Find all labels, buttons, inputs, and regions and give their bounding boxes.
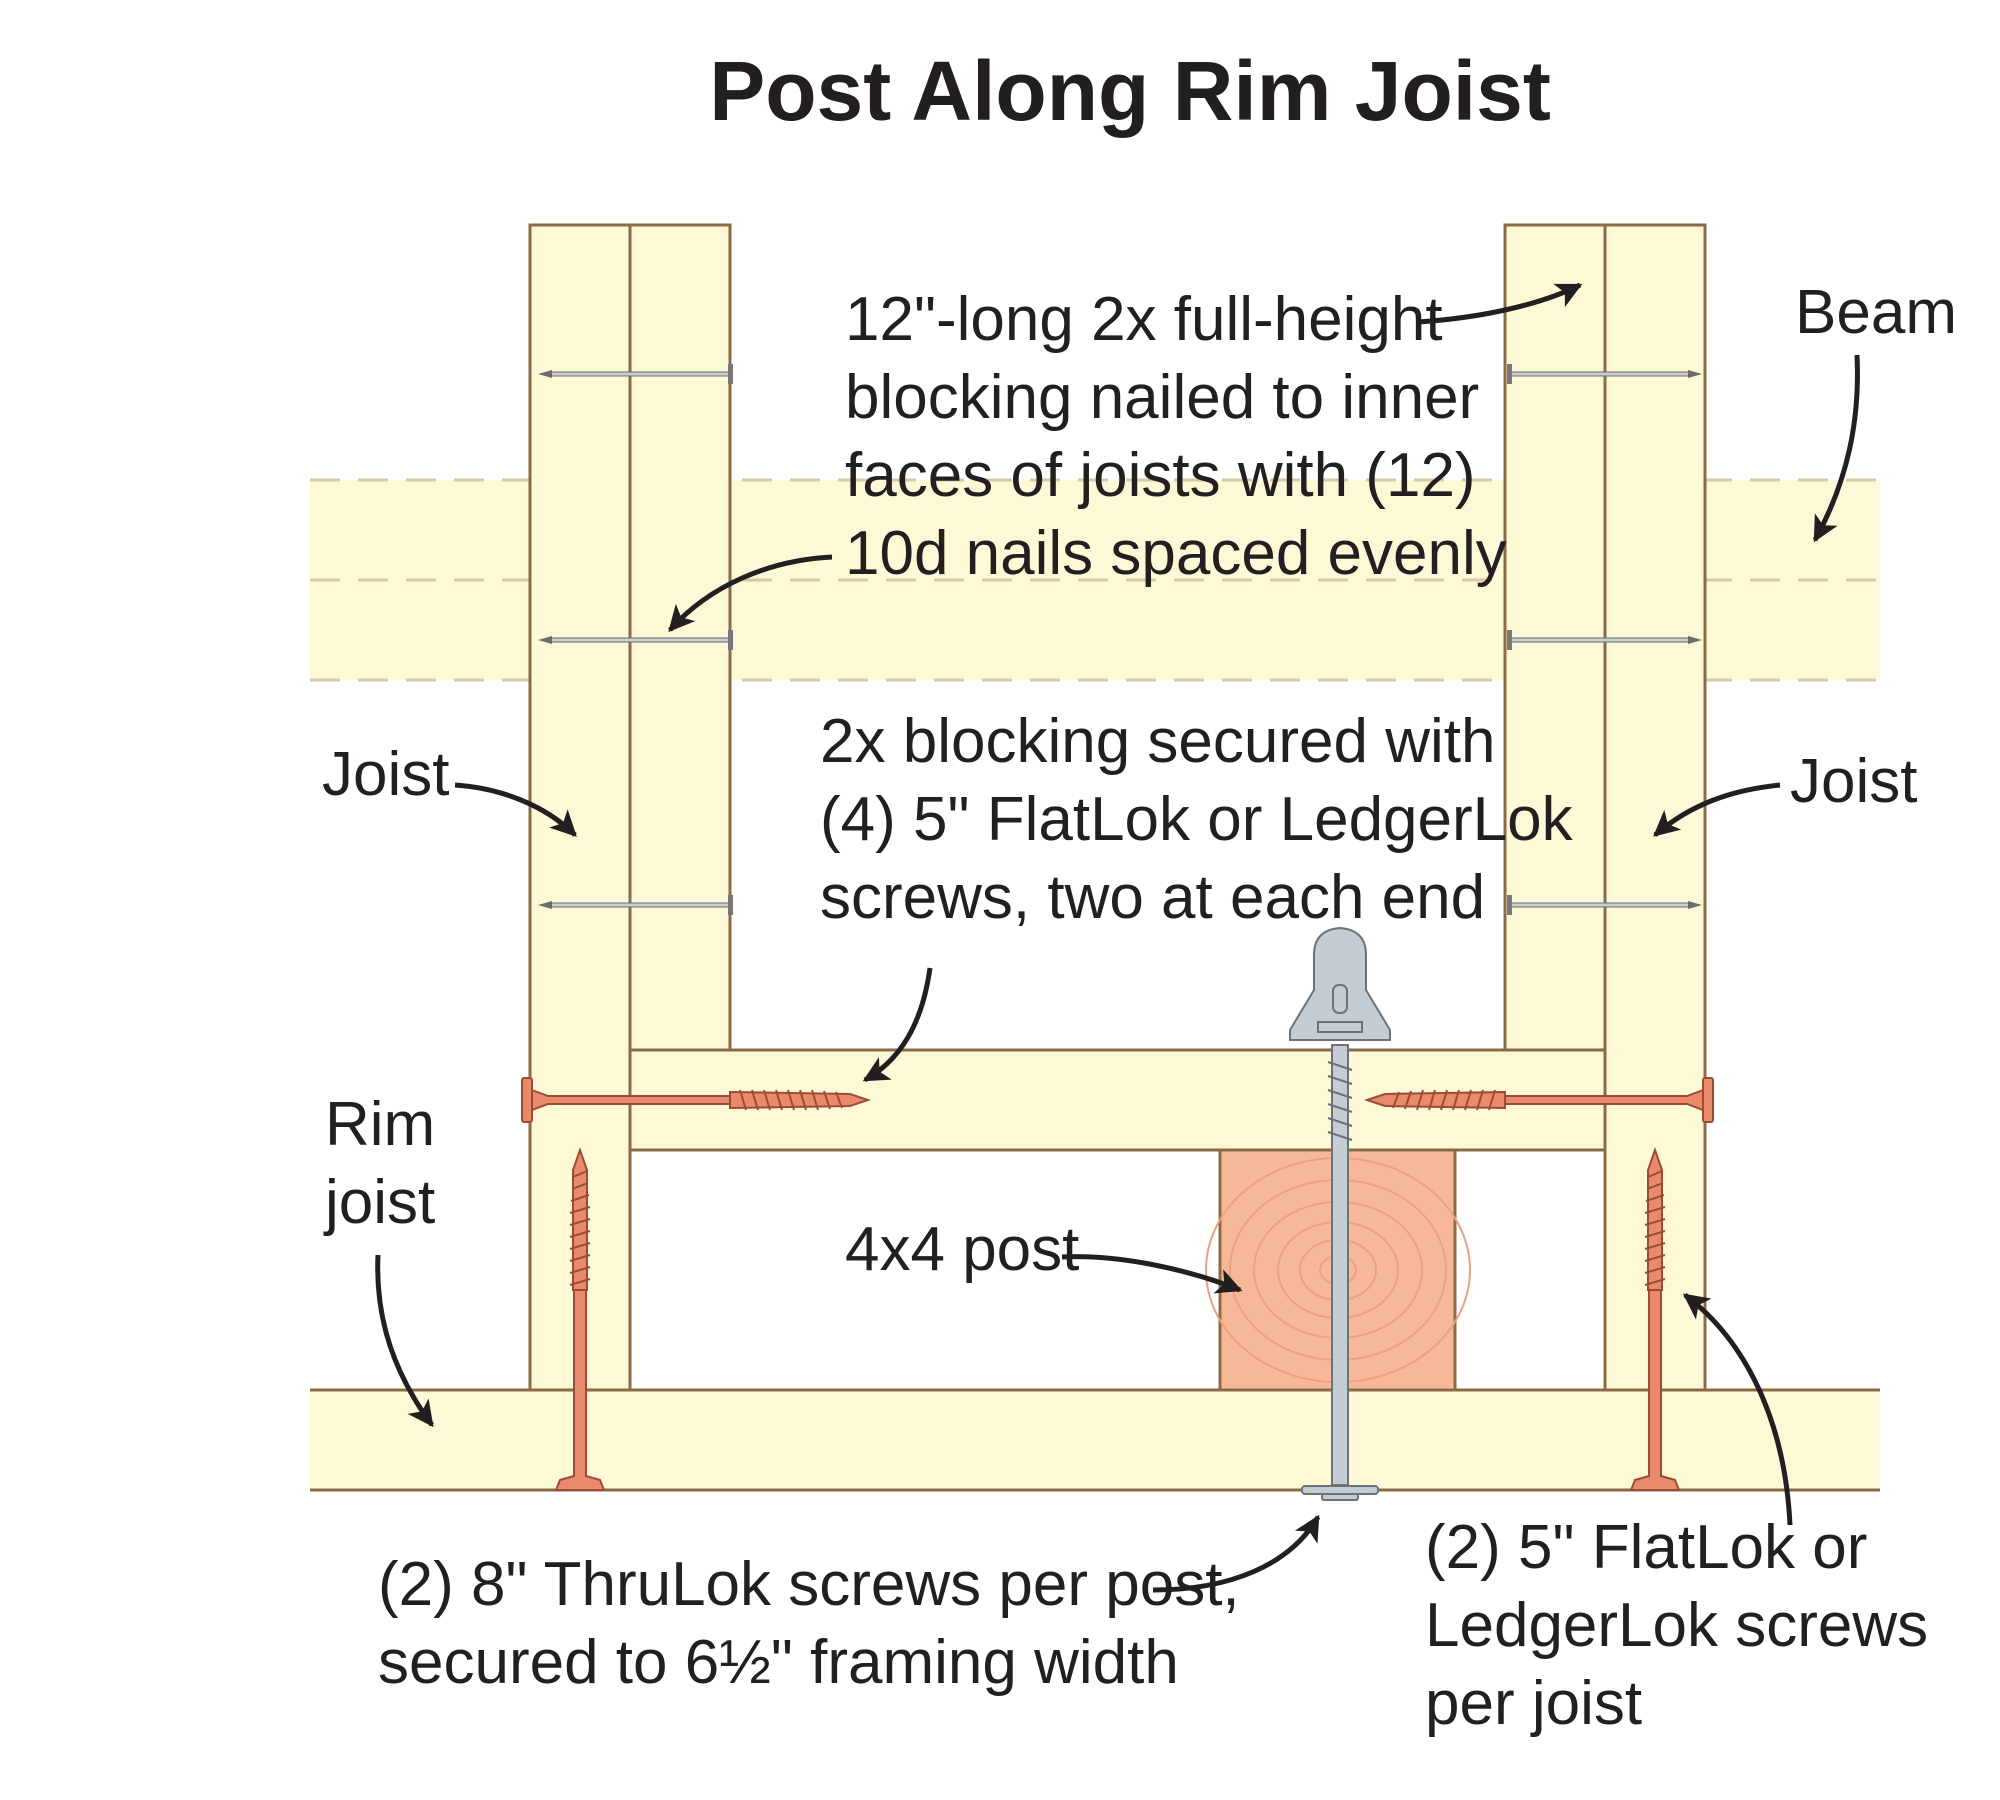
label-post: 4x4 post [845, 1215, 1079, 1284]
svg-text:10d nails spaced evenly: 10d nails spaced evenly [845, 519, 1507, 588]
svg-text:blocking nailed to inner: blocking nailed to inner [845, 363, 1479, 432]
leader-arrows [375, 282, 1860, 1593]
svg-text:per joist: per joist [1425, 1669, 1642, 1738]
10d-nails-left [538, 364, 733, 915]
svg-text:joist: joist [323, 1168, 435, 1237]
arrow-rim-joist [375, 1254, 435, 1428]
arrow-post [1061, 1254, 1243, 1294]
diagram-title: Post Along Rim Joist [709, 44, 1551, 138]
svg-text:12"-long 2x full-height: 12"-long 2x full-height [845, 285, 1443, 354]
arrow-joist-left [454, 782, 577, 837]
svg-text:(2) 8" ThruLok screws per post: (2) 8" ThruLok screws per post, [378, 1550, 1240, 1619]
arrow-joist-right [1653, 782, 1781, 837]
label-thrulok: (2) 8" ThruLok screws per post, secured … [378, 1550, 1240, 1697]
rim-joist [310, 1388, 1880, 1492]
svg-text:Rim: Rim [325, 1090, 435, 1159]
blocking-screw-left [521, 1077, 872, 1123]
label-joist-left: Joist [322, 740, 449, 809]
svg-text:LedgerLok screws: LedgerLok screws [1425, 1591, 1928, 1660]
svg-text:faces of joists with (12): faces of joists with (12) [845, 441, 1476, 510]
svg-text:(4) 5" FlatLok or LedgerLok: (4) 5" FlatLok or LedgerLok [820, 785, 1574, 854]
thrulok-screw [1289, 926, 1391, 1501]
arrow-flatlok-per-joist [1682, 1293, 1793, 1526]
arrow-blocking-secured [862, 967, 933, 1083]
label-blocking-nailed: 12"-long 2x full-height blocking nailed … [845, 285, 1507, 588]
rim-screw-right [1629, 1146, 1681, 1491]
arrow-beam [1812, 354, 1860, 543]
arrow-blocking-nailed-upper [1417, 282, 1583, 325]
arrow-blocking-nailed-lower [668, 554, 833, 632]
arrow-thrulok [1152, 1514, 1321, 1593]
blocking-screw-right [1363, 1077, 1714, 1123]
label-blocking-secured: 2x blocking secured with (4) 5" FlatLok … [820, 707, 1574, 932]
label-rim-joist: Rim joist [323, 1090, 435, 1237]
svg-text:screws, two at each end: screws, two at each end [820, 863, 1485, 932]
label-beam: Beam [1795, 278, 1957, 347]
svg-text:(2) 5" FlatLok or: (2) 5" FlatLok or [1425, 1513, 1867, 1582]
svg-text:secured to 6½" framing width: secured to 6½" framing width [378, 1628, 1179, 1697]
10d-nails-right [1507, 364, 1702, 915]
svg-text:2x blocking secured with: 2x blocking secured with [820, 707, 1495, 776]
rim-screw-left [554, 1146, 606, 1491]
label-flatlok-per-joist: (2) 5" FlatLok or LedgerLok screws per j… [1425, 1513, 1928, 1738]
label-joist-right: Joist [1790, 747, 1917, 816]
